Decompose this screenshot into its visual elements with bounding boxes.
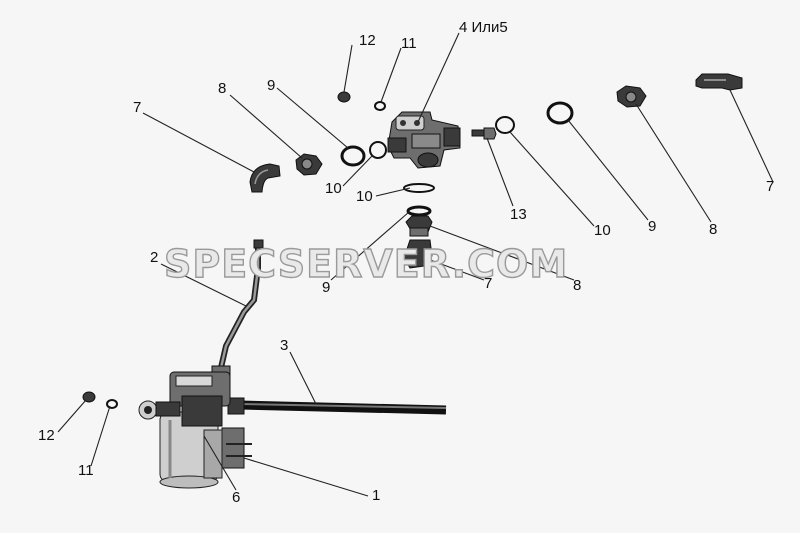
part-7-elbow-left xyxy=(249,163,281,193)
callout-9-mid: 9 xyxy=(322,279,330,296)
callout-10-b: 10 xyxy=(356,188,373,205)
watermark-text: SPECSERVER.COM xyxy=(164,242,568,286)
callout-2: 2 xyxy=(150,249,158,266)
callout-8-mid: 8 xyxy=(573,277,581,294)
part-8-nut-right xyxy=(616,85,647,108)
callout-4-or-5: 4 Или5 xyxy=(459,19,508,36)
callout-10-right: 10 xyxy=(594,222,611,239)
callout-9-right: 9 xyxy=(648,218,656,235)
part-7-elbow-lower xyxy=(403,239,433,269)
callout-13: 13 xyxy=(510,206,527,223)
part-11-washer-bottom xyxy=(106,399,118,409)
part-10-ring-lower xyxy=(403,183,435,193)
part-10-ring-small xyxy=(369,141,387,159)
part-3-rod xyxy=(227,397,447,415)
part-9-ring-right xyxy=(546,101,574,125)
part-13-bolt xyxy=(471,127,497,140)
part-7-elbow-right xyxy=(695,73,743,91)
callout-1: 1 xyxy=(372,487,380,504)
callout-7-left: 7 xyxy=(133,99,141,116)
callout-10-a: 10 xyxy=(325,180,342,197)
callout-12-top: 12 xyxy=(359,32,376,49)
callout-11-bottom: 11 xyxy=(78,462,94,479)
part-1-cylinder-unit xyxy=(138,371,252,489)
callout-7-right: 7 xyxy=(766,178,774,195)
callout-9-left: 9 xyxy=(267,77,275,94)
part-8-nut-left xyxy=(295,153,323,176)
part-4-or-5-valve-body xyxy=(387,111,461,169)
callout-8-left: 8 xyxy=(218,80,226,97)
part-8-nut-lower xyxy=(405,215,433,237)
part-12-nut-top xyxy=(337,91,351,103)
part-10-ring-right xyxy=(495,116,515,134)
part-9-ring-lower xyxy=(406,205,432,217)
callout-7-mid: 7 xyxy=(484,275,492,292)
callout-3: 3 xyxy=(280,337,288,354)
part-11-washer-top xyxy=(374,101,386,111)
leader-lines xyxy=(57,32,774,497)
part-9-ring-left xyxy=(340,145,366,167)
callout-8-right: 8 xyxy=(709,221,717,238)
callout-labels: 4 Или5 12 11 9 8 7 10 10 13 10 9 8 7 9 7… xyxy=(38,19,774,506)
part-12-nut-bottom xyxy=(82,391,96,403)
callout-6: 6 xyxy=(232,489,240,506)
callout-11-top: 11 xyxy=(401,35,417,52)
callout-12-bottom: 12 xyxy=(38,427,55,444)
